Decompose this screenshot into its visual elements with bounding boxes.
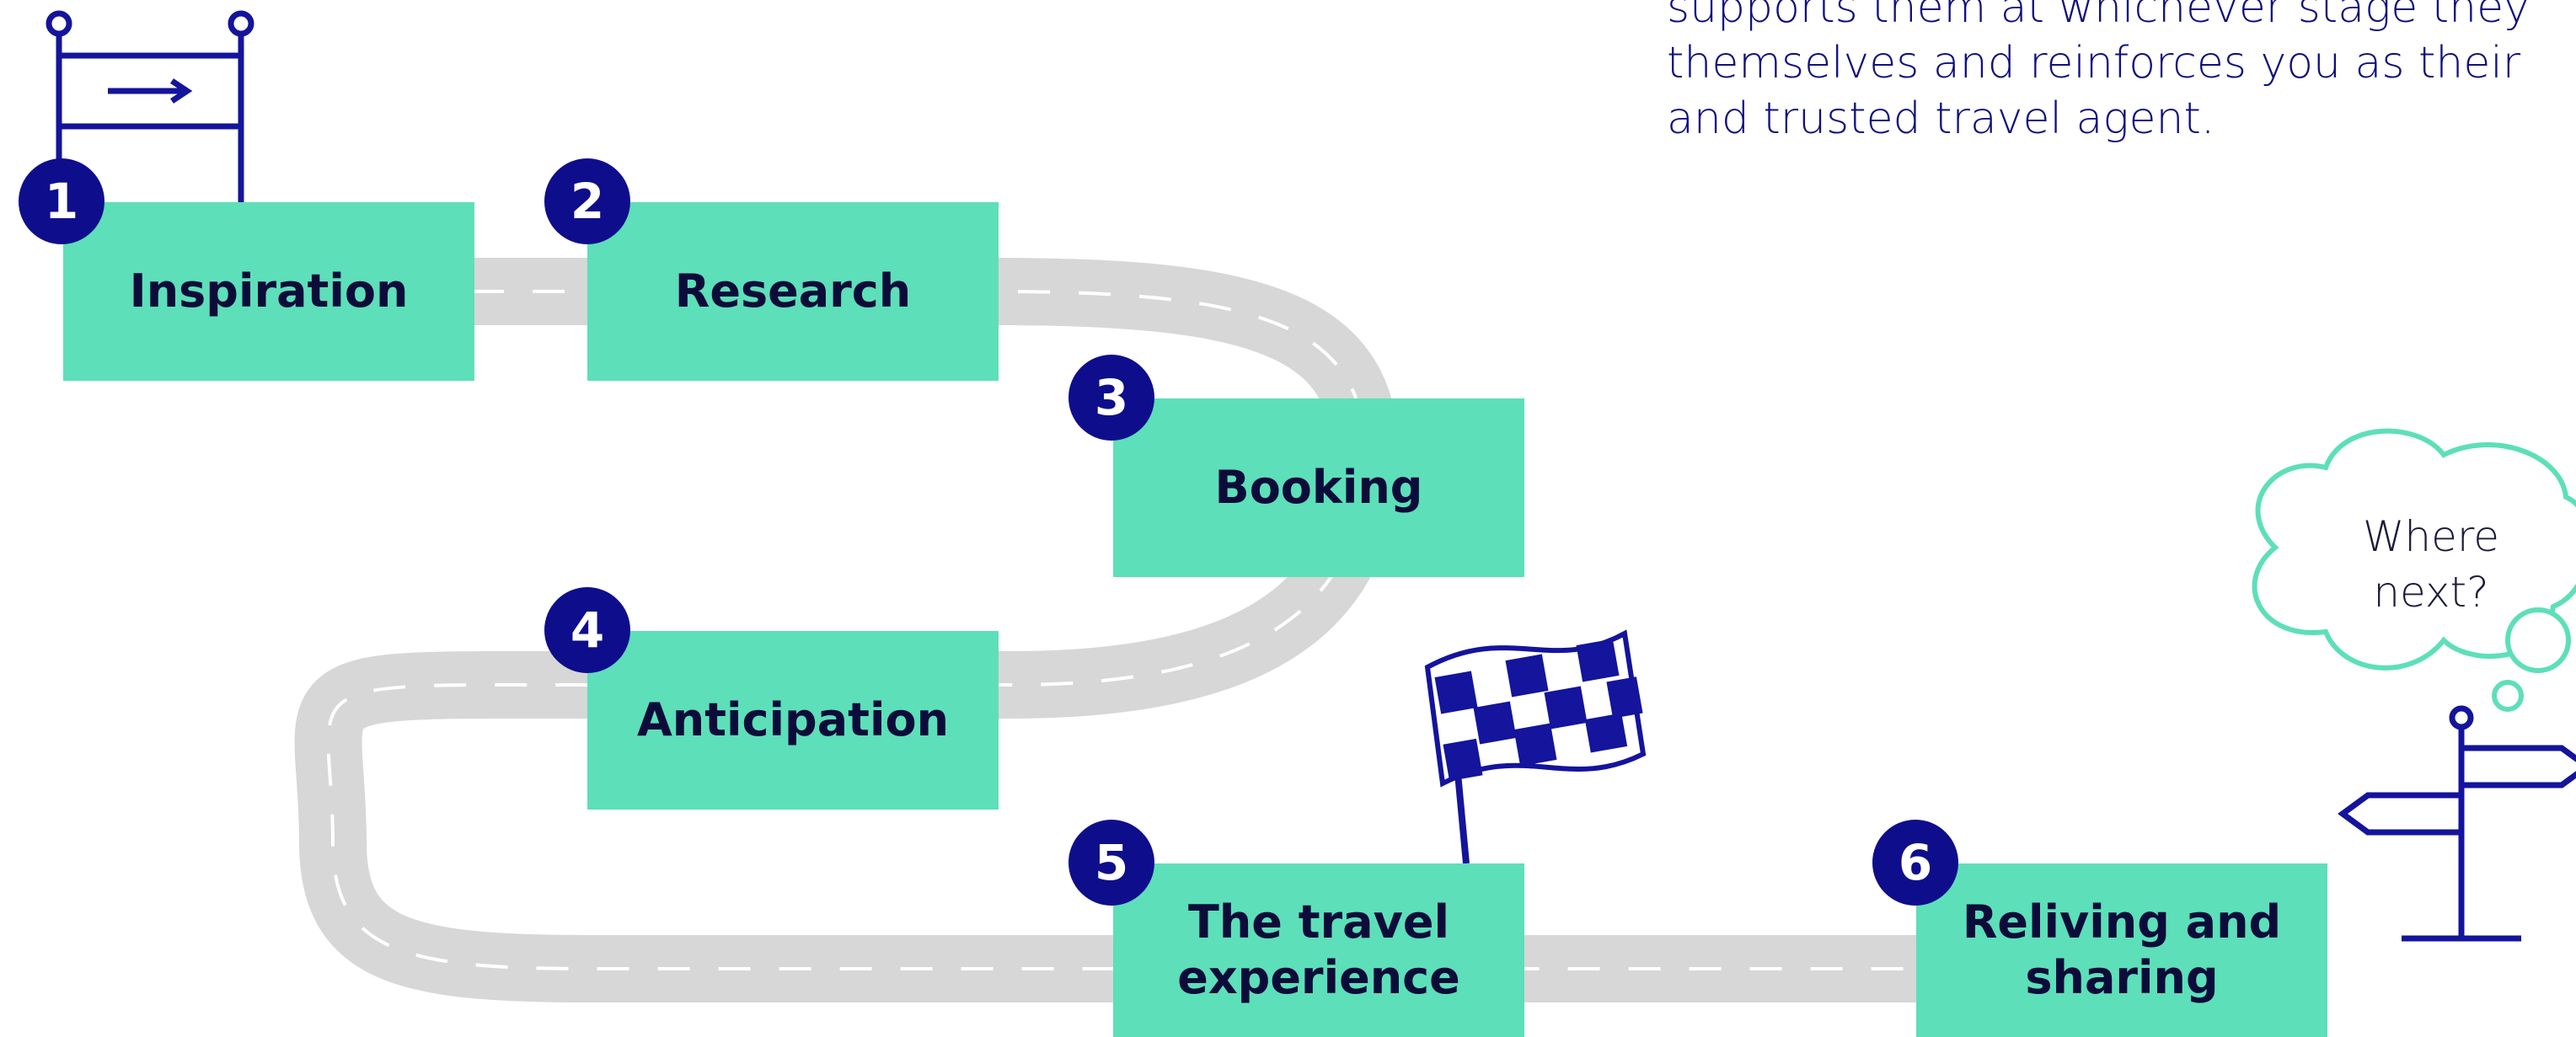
thought-bubble-text: Where next? (2362, 512, 2500, 617)
intro-line-2: themselves and reinforces you as their (1667, 38, 2521, 88)
stage-number-badge: 6 (1872, 820, 1958, 906)
stage-research: Research (587, 202, 999, 381)
checkered-flag-icon (1424, 629, 1647, 864)
thought-cloud-icon (2252, 428, 2576, 712)
stage-travel-experience: The travel experience (1113, 863, 1524, 1037)
stage-label: The travel experience (1177, 895, 1460, 1004)
road-center-dashes (326, 290, 1955, 970)
stage-label: Reliving and sharing (1962, 895, 2282, 1004)
intro-paragraph: supports them at whichever stage they th… (1667, 0, 2576, 147)
stage-number-badge: 1 (19, 158, 104, 244)
intro-line-3: and trusted travel agent. (1667, 94, 2215, 144)
stage-booking: Booking (1113, 398, 1524, 577)
stage-inspiration: Inspiration (63, 202, 474, 381)
stage-number-badge: 4 (544, 587, 630, 673)
direction-signpost-icon (2338, 705, 2576, 942)
stage-anticipation: Anticipation (587, 631, 999, 810)
stage-label: Anticipation (636, 693, 950, 746)
stage-label: Inspiration (129, 265, 409, 318)
stage-number-badge: 3 (1068, 355, 1154, 441)
stage-number-badge: 2 (544, 158, 630, 244)
stage-number-badge: 5 (1068, 820, 1154, 906)
stage-label: Booking (1214, 461, 1423, 514)
intro-line-1: supports them at whichever stage they (1667, 0, 2530, 33)
stage-label: Research (674, 265, 912, 318)
stage-reliving-and-sharing: Reliving and sharing (1916, 863, 2327, 1037)
